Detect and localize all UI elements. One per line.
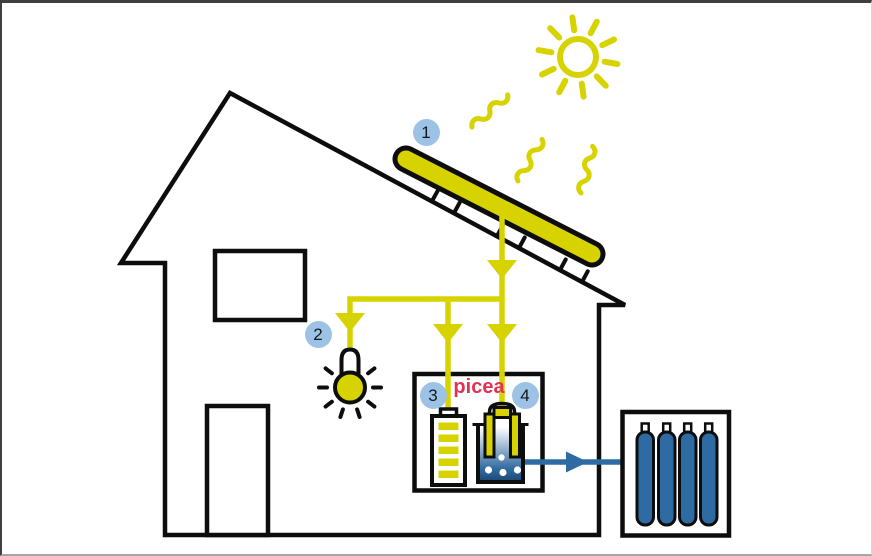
marker-1-label: 1 bbox=[421, 122, 431, 142]
gas-cylinder-icon bbox=[635, 422, 719, 527]
energy-diagram bbox=[116, 14, 732, 538]
flow-arrow-icon bbox=[335, 260, 517, 343]
bubbles bbox=[484, 454, 522, 477]
marker-2-label: 2 bbox=[313, 324, 323, 344]
window bbox=[212, 248, 308, 323]
marker-4: 4 bbox=[511, 382, 539, 409]
hydrogen-pipe bbox=[524, 451, 623, 473]
solar-panel-icon bbox=[392, 145, 606, 284]
energy-lines bbox=[347, 213, 505, 413]
heat-wave-icon bbox=[469, 92, 598, 196]
marker-3: 3 bbox=[419, 382, 447, 409]
house-outline-icon bbox=[116, 90, 627, 538]
flow-arrow-icon bbox=[566, 451, 588, 473]
marker-4-label: 4 bbox=[520, 386, 530, 405]
marker-3-label: 3 bbox=[428, 386, 438, 405]
marker-2: 2 bbox=[304, 320, 332, 348]
electrolyzer-icon bbox=[472, 401, 529, 484]
door bbox=[204, 403, 271, 538]
light-bulb-icon bbox=[317, 347, 383, 419]
gas-cylinder-cabinet bbox=[620, 409, 732, 538]
picea-brand-logo: picea bbox=[453, 376, 505, 398]
marker-1: 1 bbox=[412, 118, 440, 146]
battery-icon bbox=[430, 407, 467, 487]
sun-icon bbox=[535, 14, 621, 100]
